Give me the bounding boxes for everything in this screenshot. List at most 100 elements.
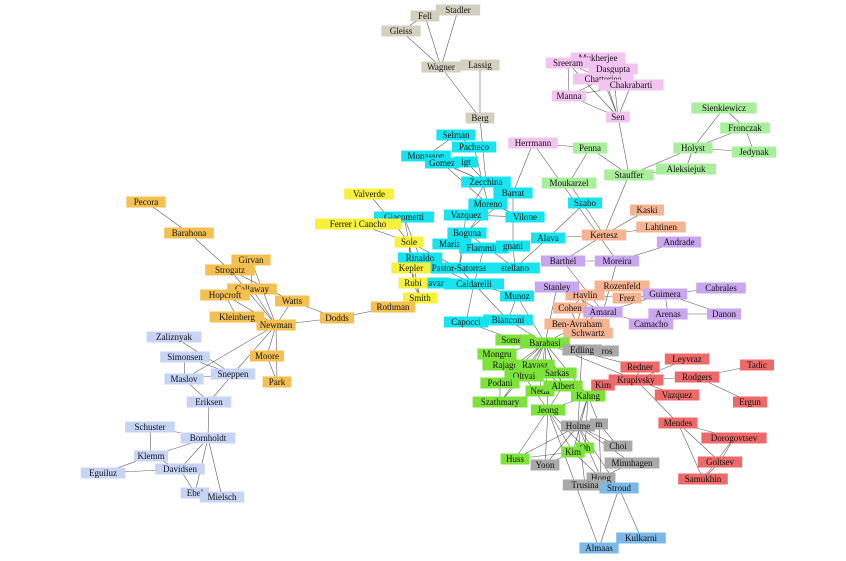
node-box bbox=[598, 79, 664, 91]
node-label: Fronczak bbox=[728, 123, 762, 133]
edge-huss-jeong bbox=[514, 409, 549, 460]
node-label: Vazquez bbox=[451, 210, 481, 220]
node-box bbox=[540, 255, 586, 267]
node-box bbox=[599, 482, 639, 494]
node-hopcroft: Hopcroft bbox=[200, 289, 250, 301]
edge-strogatz-newman bbox=[229, 269, 277, 326]
node-box bbox=[642, 288, 688, 300]
edge-sen-stauffer bbox=[617, 116, 630, 176]
node-label: Valverde bbox=[353, 189, 385, 199]
node-box bbox=[674, 371, 720, 383]
node-danon: Danon bbox=[707, 308, 741, 320]
node-label: Moreno bbox=[474, 199, 503, 209]
node-box bbox=[594, 255, 640, 267]
node-box bbox=[126, 196, 166, 208]
node-strogatz: Strogatz bbox=[205, 264, 255, 276]
node-box bbox=[451, 141, 497, 153]
node-label: Chatterjee bbox=[585, 74, 622, 84]
node-box bbox=[344, 188, 394, 200]
node-label: Edling bbox=[570, 345, 594, 355]
node-label: Sen bbox=[611, 112, 625, 122]
node-box bbox=[707, 308, 741, 320]
node-watts: Watts bbox=[275, 295, 309, 307]
node-label: Trusina bbox=[571, 480, 598, 490]
node-label: Neda bbox=[531, 386, 550, 396]
node-rodgers: Rodgers bbox=[674, 371, 720, 383]
node-box bbox=[575, 442, 595, 454]
node-cabrales: Cabrales bbox=[696, 282, 746, 294]
node-park: Park bbox=[262, 376, 292, 388]
node-label: Hopcroft bbox=[209, 290, 242, 300]
node-liljeros: ros bbox=[595, 345, 619, 357]
node-label: Rinaldo bbox=[406, 253, 435, 263]
node-box bbox=[571, 390, 605, 402]
node-igt: igt bbox=[454, 156, 478, 168]
node-sole: Sole bbox=[394, 236, 424, 248]
node-box bbox=[490, 262, 540, 274]
node-label: Fell bbox=[418, 11, 433, 21]
node-label: Caldarelli bbox=[456, 279, 492, 289]
node-label: Danon bbox=[712, 309, 736, 319]
node-box bbox=[186, 396, 232, 408]
node-box bbox=[436, 129, 476, 141]
node-oltvai: Oltvai bbox=[504, 370, 544, 382]
node-minnhagen: Minnhagen bbox=[604, 457, 660, 469]
node-kim: Kim bbox=[561, 446, 585, 458]
node-label: Ferrer i Cancho bbox=[330, 219, 387, 229]
node-caldarelli: Caldarelli bbox=[444, 278, 504, 290]
node-huss: Huss bbox=[500, 453, 530, 465]
node-simonsen: Simonsen bbox=[160, 351, 210, 363]
edge-penna-moukarzel bbox=[568, 147, 591, 184]
node-label: Amaral bbox=[590, 307, 617, 317]
node-label: Mendes bbox=[664, 418, 693, 428]
node-marian: Marian bbox=[432, 238, 472, 250]
node-box bbox=[465, 112, 495, 124]
node-box bbox=[553, 302, 587, 314]
node-box bbox=[496, 240, 530, 252]
node-label: Sole bbox=[401, 237, 417, 247]
node-label: Arenas bbox=[655, 309, 681, 319]
node-goltsev: Goltsev bbox=[697, 456, 743, 468]
node-stanley: Stanley bbox=[534, 281, 580, 293]
node-box bbox=[374, 211, 434, 223]
node-moore: Moore bbox=[250, 350, 284, 362]
node-label: Manna bbox=[557, 91, 582, 101]
node-bornholdt: Bornholdt bbox=[180, 432, 236, 444]
node-box bbox=[534, 281, 580, 293]
node-box bbox=[562, 479, 608, 491]
node-box bbox=[595, 345, 619, 357]
edge-caldarelli-bianconi bbox=[473, 283, 509, 321]
node-amaral: Amaral bbox=[583, 306, 623, 318]
node-box bbox=[570, 52, 626, 64]
node-label: Tadic bbox=[747, 360, 767, 370]
node-kim2: m bbox=[590, 418, 608, 430]
node-box bbox=[480, 377, 520, 389]
node-label: Kim bbox=[595, 380, 611, 390]
edge-almaas-jeong bbox=[547, 409, 600, 549]
node-label: Pecora bbox=[134, 197, 159, 207]
node-box bbox=[421, 277, 451, 289]
node-label: Kertesz bbox=[590, 230, 617, 240]
node-box bbox=[397, 252, 443, 264]
node-label: Stadler bbox=[445, 5, 471, 15]
node-box bbox=[421, 61, 461, 73]
node-box bbox=[401, 150, 451, 162]
node-mongru: Mongru bbox=[477, 348, 517, 360]
node-lassig: Lassig bbox=[460, 59, 500, 71]
node-label: Krapivsky bbox=[617, 375, 655, 385]
node-label: Barabasi bbox=[529, 338, 561, 348]
node-label: Schwartz bbox=[571, 328, 605, 338]
node-label: Zecchina bbox=[470, 177, 503, 187]
node-label: Samukhin bbox=[685, 474, 722, 484]
node-box bbox=[588, 63, 638, 75]
node-callaway: Callaway bbox=[227, 283, 277, 295]
node-box bbox=[403, 292, 437, 304]
node-oh: Oh bbox=[575, 442, 595, 454]
node-barahona: Barahona bbox=[164, 227, 214, 239]
node-box bbox=[603, 440, 633, 452]
node-label: Podani bbox=[487, 378, 513, 388]
node-bianconi: Bianconi bbox=[483, 314, 533, 326]
node-box bbox=[654, 389, 700, 401]
node-box bbox=[461, 176, 511, 188]
node-stroud: Stroud bbox=[599, 482, 639, 494]
